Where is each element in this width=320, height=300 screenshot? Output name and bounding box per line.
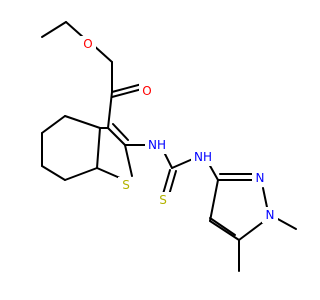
bond-nh1-c — [163, 151, 173, 169]
bond-nh2-c3 — [208, 163, 219, 181]
svg-text:N: N — [256, 171, 265, 185]
bond-hex-1 — [64, 115, 101, 129]
svg-text:S: S — [122, 178, 130, 192]
bond-thiophene-c7a-s — [96, 167, 121, 179]
bond-thiophene-c3-c2-a — [107, 127, 126, 146]
bond-hex-5 — [64, 167, 98, 181]
bond-pz-n1-c5 — [238, 221, 264, 241]
bond-pz-c5-c4-b — [209, 217, 236, 236]
bond-ethyl-ch3 — [41, 21, 67, 38]
bond-thiophene-c7a-c3a — [96, 127, 101, 169]
svg-text:O: O — [142, 84, 151, 98]
structure-canvas: O O S NH NH S N N — [41, 21, 297, 272]
atom-S-thio: S — [155, 192, 171, 208]
atom-NH-2: NH — [191, 148, 215, 166]
molecule-structure: O O S NH NH S N N — [41, 21, 297, 272]
atom-label-layer: O O S NH NH S N N — [80, 36, 278, 223]
bond-layer — [41, 21, 297, 272]
svg-text:NH: NH — [194, 150, 212, 164]
bond-hex-4 — [41, 165, 66, 181]
bond-carbonyl-double-1 — [111, 83, 143, 93]
atom-NH-1: NH — [145, 136, 169, 154]
atom-O-carbonyl: O — [139, 83, 155, 99]
bond-pz-c4-c3 — [209, 179, 219, 222]
atom-N-pyrazole-2: N — [252, 170, 268, 186]
bond-thiophene-c3-c2-b — [112, 123, 129, 141]
bond-carbonyl-double-2 — [111, 88, 143, 98]
svg-text:S: S — [159, 193, 167, 207]
bond-c-s-double-2 — [168, 170, 177, 196]
bond-c-s-double-1 — [162, 169, 171, 195]
svg-text:NH: NH — [148, 138, 166, 152]
atom-N-pyrazole-1: N — [262, 207, 278, 223]
bond-carbonyl-c-ring — [107, 91, 113, 129]
bond-ethyl-ch2-o — [65, 21, 85, 39]
svg-text:N: N — [266, 208, 275, 222]
svg-text:O: O — [83, 37, 92, 51]
atom-S-ring: S — [118, 177, 134, 193]
bond-thiophene-s-c2 — [124, 144, 133, 177]
bond-hex-2 — [41, 115, 66, 134]
bond-pz-c5-c4-a — [209, 220, 240, 241]
atom-O-ester: O — [80, 36, 96, 52]
bond-n1-methyl — [275, 217, 297, 230]
